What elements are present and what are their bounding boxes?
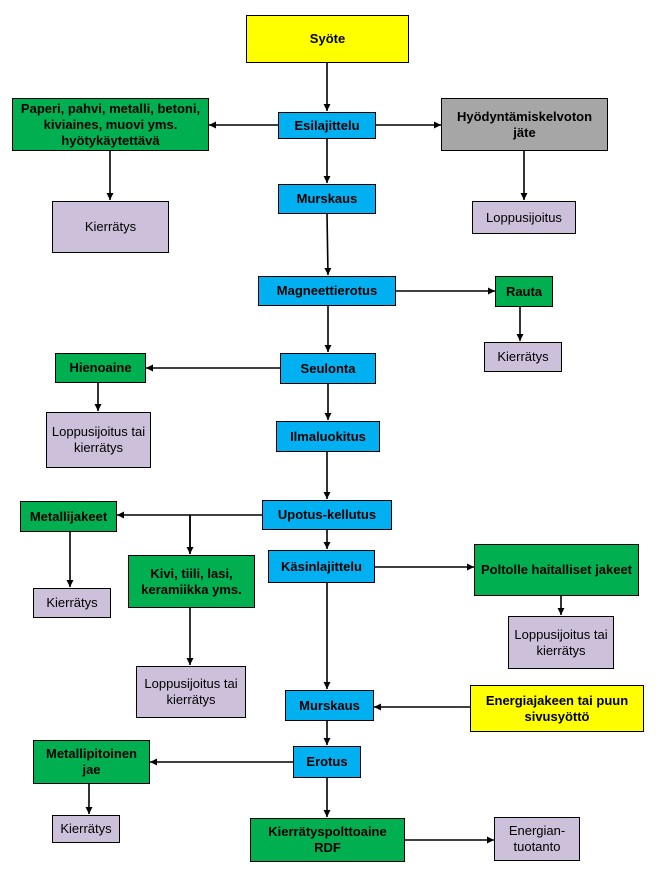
kierratys-box-3: Kierrätys — [33, 588, 111, 618]
poltolle-haitalliset-box: Poltolle haitalliset jakeet — [474, 544, 639, 596]
hyodyntamiskelvoton-box: Hyödyntämiskelvoton jäte — [441, 98, 608, 151]
upotus-kellutus-box: Upotus-kellutus — [262, 500, 392, 530]
esilajittelu-box: Esilajittelu — [278, 112, 376, 139]
energiajakeen-box: Energiajakeen tai puun sivusyöttö — [470, 685, 644, 732]
hienoaine-box: Hienoaine — [55, 353, 146, 383]
rauta-box: Rauta — [495, 276, 553, 307]
ilmaluokitus-box: Ilmaluokitus — [276, 421, 380, 452]
arrow-murskaus-magneettierotus — [324, 213, 332, 276]
energiantuotanto-box: Energian-tuotanto — [494, 817, 580, 861]
loppusijoitus-box-4: Loppusijoitus tai kierrätys — [508, 616, 614, 669]
paperi-box: Paperi, pahvi, metalli, betoni, kiviaine… — [12, 98, 209, 151]
metallijakeet-box: Metallijakeet — [20, 501, 117, 532]
loppusijoitus-box-1: Loppusijoitus — [472, 201, 576, 234]
kivi-tiili-box: Kivi, tiili, lasi, keramiikka yms. — [128, 555, 255, 608]
loppusijoitus-box-2: Loppusijoitus tai kierrätys — [46, 412, 151, 468]
seulonta-box: Seulonta — [280, 353, 376, 384]
murskaus-box-1: Murskaus — [278, 184, 376, 214]
loppusijoitus-box-3: Loppusijoitus tai kierrätys — [136, 666, 246, 718]
kierratys-box-1: Kierrätys — [52, 201, 169, 253]
kierratys-box-4: Kierrätys — [52, 815, 120, 843]
murskaus-box-2: Murskaus — [285, 690, 374, 721]
rdf-box: Kierrätyspolttoaine RDF — [250, 818, 405, 862]
erotus-box: Erotus — [293, 746, 361, 778]
metallipitoinen-box: Metallipitoinen jae — [33, 740, 150, 784]
magneettierotus-box: Magneettierotus — [258, 276, 396, 306]
kierratys-box-2: Kierrätys — [484, 342, 562, 372]
syote-box: Syöte — [246, 15, 409, 63]
kasinlajittelu-box: Käsinlajittelu — [268, 550, 375, 583]
